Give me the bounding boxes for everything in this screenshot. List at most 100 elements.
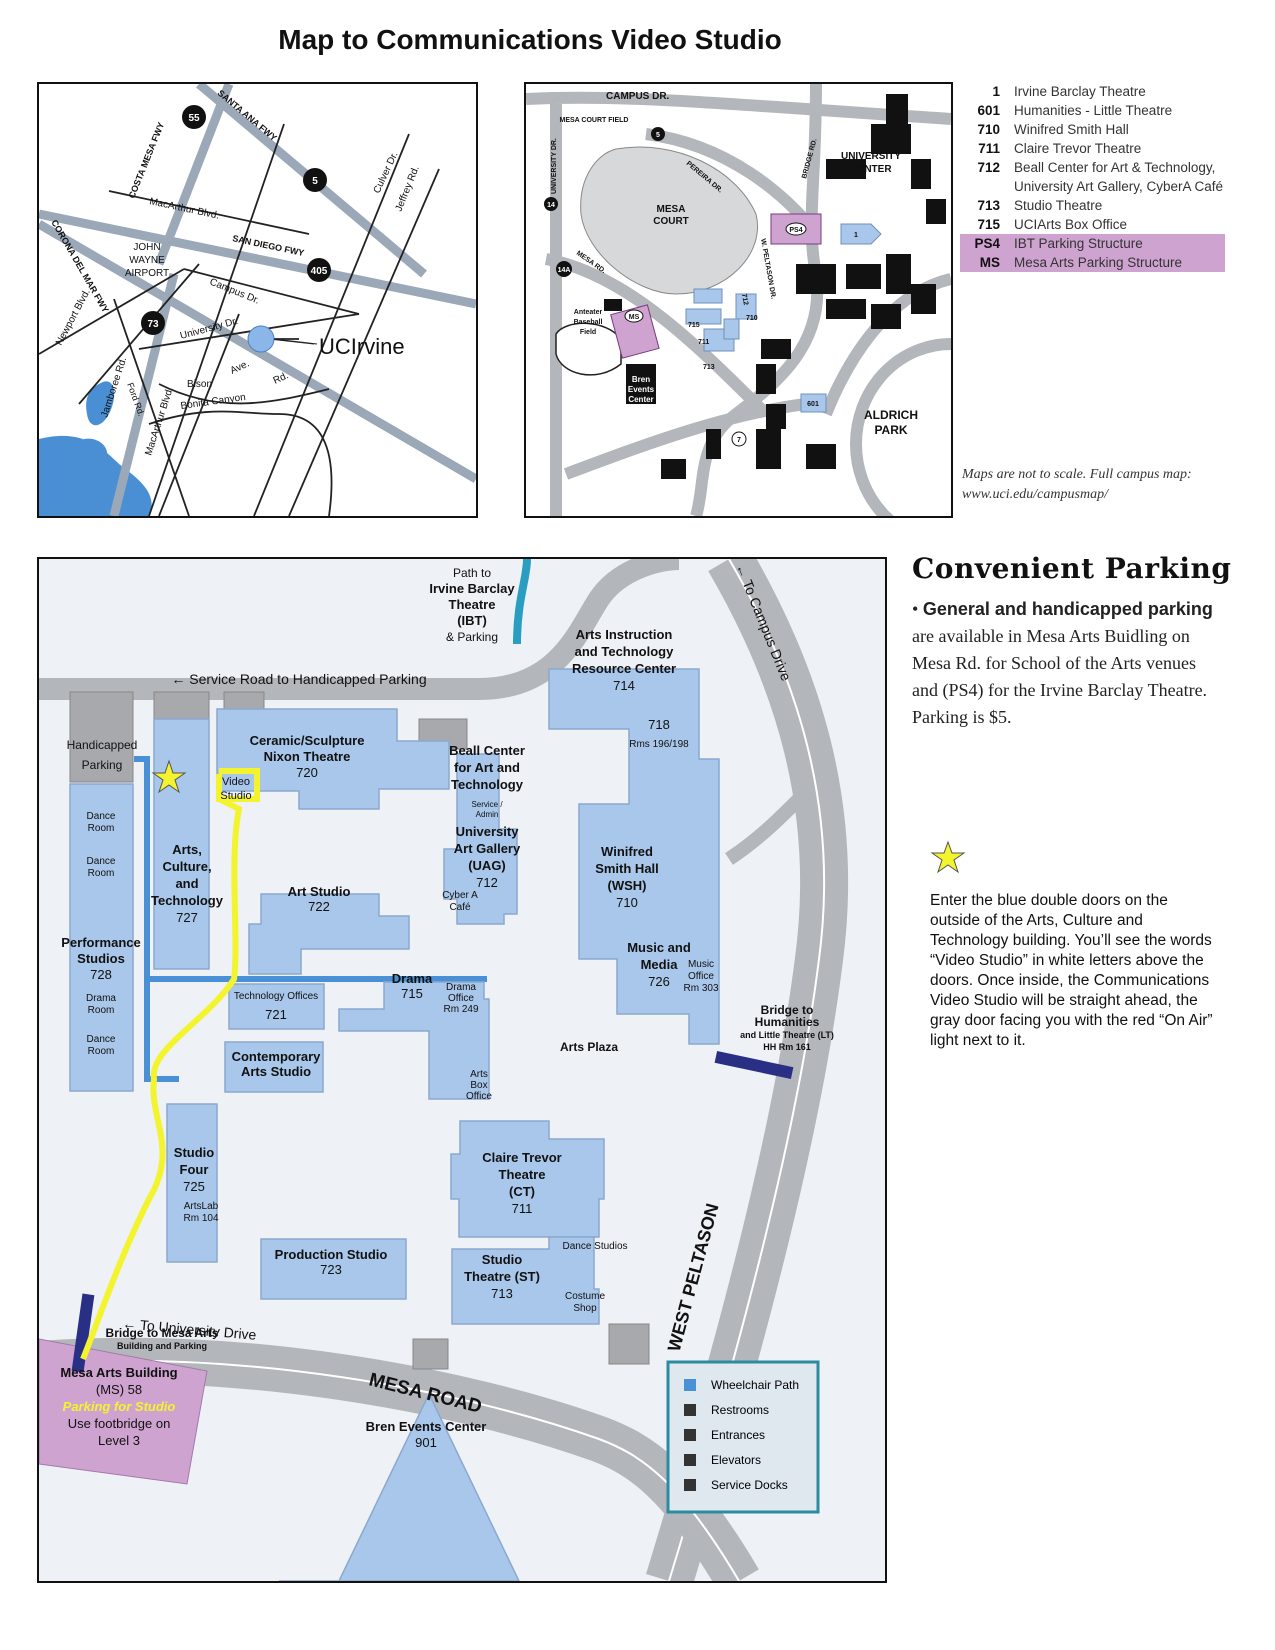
drama-label: 715 (401, 986, 423, 1001)
bridge-humanities-label: and Little Theatre (LT) (740, 1030, 834, 1040)
production-studio-label: 723 (320, 1262, 342, 1277)
beall-center-label: Technology (451, 777, 524, 792)
handicapped-parking-label: Parking (82, 758, 123, 772)
claire-trevor-label: 711 (512, 1201, 533, 1216)
university-dr-label: UNIVERSITY DR. (551, 138, 558, 194)
svg-text:7: 7 (737, 437, 741, 444)
service-admin-label: Admin (476, 810, 499, 819)
bren-events-label: Bren Events Center (366, 1419, 487, 1434)
peltason-dr-label: W. PELTASON DR. (759, 238, 777, 300)
path-to-ibt-label: Path to (453, 566, 491, 580)
bridge-humanities-label: Bridge to (761, 1003, 814, 1017)
wsh-label: Winifred (601, 844, 653, 859)
bren-events-label: 901 (415, 1435, 437, 1450)
campus-markers: 5 14 14A PS4 1 MS 715 711 713 710 712 60… (544, 127, 858, 447)
legend-code: MS (979, 255, 1000, 270)
legend-name: Beall Center for Art & Technology, Unive… (1014, 160, 1224, 194)
music-office-label: Rm 303 (683, 983, 718, 994)
restroom-icon (684, 1404, 696, 1416)
studio-theatre-label: 713 (491, 1286, 513, 1301)
elevator-icon (684, 1454, 696, 1466)
wheelchair-icon (684, 1379, 696, 1391)
drama-label: Drama (392, 971, 433, 986)
studio-four-label: Four (180, 1162, 209, 1177)
svg-text:Field: Field (580, 329, 596, 336)
legend-code: 712 (977, 160, 1000, 175)
cyber-cafe-label: Café (449, 902, 471, 913)
dance-studios-label: Dance Studios (562, 1241, 627, 1252)
building-718-label: Rms 196/198 (629, 739, 689, 750)
path-to-ibt-label: Irvine Barclay (429, 581, 515, 596)
costume-shop-label: Costume (565, 1291, 605, 1302)
ceramic-sculpture-label: 720 (296, 765, 318, 780)
uag-label: Art Gallery (454, 841, 521, 856)
handicapped-parking-label: Handicapped (67, 738, 138, 752)
mesa-arts-label: (MS) 58 (96, 1382, 142, 1397)
regional-map: 55 5 405 73 SANTA ANA FWY COSTA MESA FWY… (37, 82, 478, 518)
airport-label: JOHN WAYNE AIRPORT (125, 242, 169, 279)
map-legend-label: Entrances (711, 1428, 765, 1442)
svg-text:PS4: PS4 (789, 227, 802, 234)
bridge-mesa-arts (71, 1293, 95, 1373)
act-building-label: Culture, (162, 859, 211, 874)
bridge-humanities (714, 1051, 794, 1079)
campus-map: CAMPUS DR. UNIVERSITY CENTER MESA COURT … (524, 82, 953, 518)
legend-code: 715 (977, 217, 1000, 232)
svg-text:Events: Events (628, 385, 655, 394)
svg-text:AIRPORT: AIRPORT (125, 268, 169, 279)
svg-text:715: 715 (688, 322, 700, 329)
map-legend-label: Restrooms (711, 1403, 769, 1417)
act-building-label: 727 (176, 910, 198, 925)
arts-plaza-label: Arts Plaza (560, 1040, 618, 1054)
legend-code: 601 (977, 103, 1000, 118)
shield-icons: 55 5 405 73 (141, 105, 331, 335)
dance-room-label: Dance (87, 1034, 116, 1045)
svg-text:Center: Center (628, 395, 653, 404)
page-title: Map to Communications Video Studio (278, 24, 782, 55)
campus-dr-label: CAMPUS DR. (606, 91, 670, 102)
legend-row: 712 Beall Center for Art & Technology, Un… (960, 158, 1225, 196)
legend-code: 713 (977, 198, 1000, 213)
ms-structure (610, 304, 660, 359)
video-studio-star-icon (151, 759, 187, 794)
dance-room-label: Room (88, 868, 115, 879)
video-studio-label: Studio (220, 790, 251, 802)
ceramic-sculpture-label: Nixon Theatre (264, 749, 351, 764)
path-to-ibt-label: & Parking (446, 630, 498, 644)
legend-code: PS4 (974, 236, 1000, 251)
mesa-court-field-label: MESA COURT FIELD (560, 117, 629, 124)
mesa-court-area (580, 146, 758, 295)
entrance-icon (684, 1429, 696, 1441)
route-to-studio (80, 768, 260, 1361)
contemporary-arts-label: Arts Studio (241, 1064, 311, 1079)
shield-73: 73 (147, 319, 159, 330)
shield-5: 5 (312, 176, 318, 187)
claire-trevor-label: Theatre (499, 1167, 546, 1182)
instructions-text: Enter the blue double doors on the outsi… (930, 892, 1213, 1049)
map-legend-label: Elevators (711, 1453, 761, 1467)
building-718-label: 718 (648, 717, 670, 732)
cyber-cafe-label: Cyber A (442, 890, 478, 901)
aitrc-label: Resource Center (572, 661, 676, 676)
svg-text:712: 712 (740, 293, 749, 306)
svg-text:1: 1 (854, 232, 858, 239)
aitrc-label: 714 (613, 678, 635, 693)
service-dock-icon (684, 1479, 696, 1491)
aldrich-park-label: ALDRICH (864, 408, 918, 422)
costume-shop-label: Shop (573, 1303, 597, 1314)
legend-name: Studio Theatre (1014, 198, 1103, 213)
mesa-arts-label: Mesa Arts Building (60, 1365, 177, 1380)
road-newport: Newport Blvd. (54, 287, 93, 347)
service-road-label: ← Service Road to Handicapped Parking (171, 671, 426, 687)
svg-text:WAYNE: WAYNE (129, 255, 165, 266)
uag-label: University (456, 824, 520, 839)
legend-code: 1 (992, 84, 1000, 99)
legend-code: 711 (978, 141, 1000, 156)
svg-text:MS: MS (629, 314, 640, 321)
act-building-label: and (175, 876, 198, 891)
drama-office-label: Office (448, 993, 474, 1004)
